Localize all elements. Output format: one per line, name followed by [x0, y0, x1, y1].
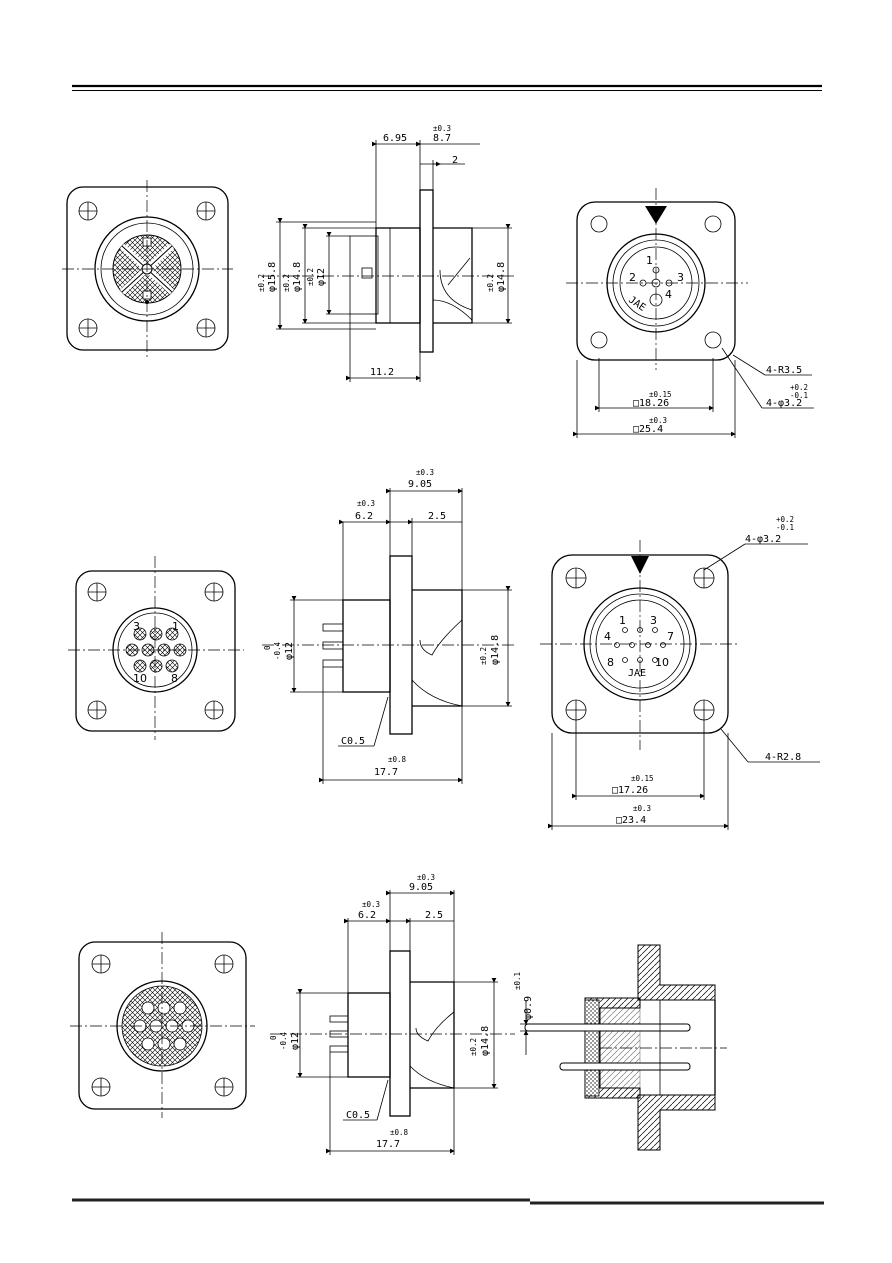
dim-8-7: 8.7 [433, 133, 451, 144]
r2-dim-14-8: φ14.8 [490, 635, 501, 665]
row2-face-view: 3 1 10 8 [68, 556, 244, 740]
pin-label-4: 4 [665, 288, 672, 301]
dim-14-8a: φ14.8 [292, 262, 303, 292]
r2-dim-hole: 4-φ3.2 [745, 534, 781, 545]
dim-6-95: 6.95 [383, 133, 407, 144]
r2-pin-7: 7 [667, 630, 674, 643]
face-pin-1: 1 [172, 620, 179, 633]
hole-tol-plus: +0.2 [790, 383, 808, 392]
dim-18-26: □18.26 [633, 398, 669, 409]
r3-dim-6-2: 6.2 [358, 910, 376, 921]
r2-brand-mark: JAE [628, 668, 646, 679]
r3-tol-17-7: ±0.8 [390, 1128, 409, 1137]
r3-dim-17-7: 17.7 [376, 1139, 400, 1150]
r2-dim-2-5: 2.5 [428, 511, 446, 522]
r3-dim-14-8: φ14.8 [480, 1026, 491, 1056]
r2-dim-12: φ12 [284, 642, 295, 660]
r2-tol-17-26: ±0.15 [631, 774, 654, 783]
tol-12: ±0.2 [306, 268, 315, 286]
dim-12: φ12 [316, 268, 327, 286]
r2-dim-17-7: 17.7 [374, 767, 398, 778]
r2-tol-9-05: ±0.3 [416, 468, 434, 477]
r3-tol-9-05: ±0.3 [417, 873, 435, 882]
dim-11-2: 11.2 [370, 367, 394, 378]
tol-15-8: ±0.2 [257, 274, 266, 292]
r2-pin-4: 4 [604, 630, 611, 643]
r3-dim-0-9: φ0.9 [523, 996, 534, 1020]
face-pin-3: 3 [133, 620, 140, 633]
r2-dim-17-26: □17.26 [612, 785, 648, 796]
face-pin-8: 8 [171, 672, 178, 685]
dim-2: 2 [452, 155, 458, 166]
r2-pin-10: 10 [655, 656, 669, 669]
row3-side-view: ±0.3 9.05 ±0.3 6.2 2.5 0 -0.4 φ12 ±0.2 φ… [269, 873, 515, 1155]
r2-dim-r2-8: 4-R2.8 [765, 752, 801, 763]
dim-14-8b: φ14.8 [496, 262, 507, 292]
hole-tol-minus: -0.1 [790, 391, 808, 400]
row3-section-view: ±0.1 φ0.9 [513, 944, 727, 1151]
header-rule [72, 84, 822, 91]
r3-tol-0-9: ±0.1 [513, 972, 522, 990]
row1-face-view [62, 180, 233, 357]
r2-tol-6-2: ±0.3 [357, 499, 375, 508]
r2-dim-9-05: 9.05 [408, 479, 432, 490]
tol-25-4: ±0.3 [649, 416, 667, 425]
r2-tol-17-7: ±0.8 [388, 755, 407, 764]
r3-tol-6-2: ±0.3 [362, 900, 380, 909]
r3-dim-2-5: 2.5 [425, 910, 443, 921]
r2-tol-14-8: ±0.2 [479, 647, 488, 665]
r2-hole-tol-minus: -0.1 [776, 523, 794, 532]
row1-flange-view: 1 2 3 4 JAE ±0.15 □18.26 ±0.3 □25.4 4-R3… [566, 188, 814, 438]
r2-pin-1: 1 [619, 614, 626, 627]
r2-tol-12-a: 0 [263, 645, 272, 650]
r2-pin-3: 3 [650, 614, 657, 627]
pin-label-2: 2 [629, 271, 636, 284]
r3-dim-9-05: 9.05 [409, 882, 433, 893]
row2-flange-view: 1 3 4 7 8 10 JAE +0.2 -0.1 4-φ3.2 4-R2.8… [540, 515, 820, 830]
brand-mark: JAE [626, 294, 647, 313]
r3-tol-12-b: -0.4 [279, 1031, 288, 1050]
r2-pin-8: 8 [607, 656, 614, 669]
tol-14-8b: ±0.2 [486, 274, 495, 292]
r3-dim-12: φ12 [290, 1032, 301, 1050]
r2-tol-23-4: ±0.3 [633, 804, 651, 813]
row3-face-view [70, 932, 255, 1118]
dim-r3-5: 4-R3.5 [766, 365, 802, 376]
dim-hole-3-2: 4-φ3.2 [766, 398, 802, 409]
row1-side-view: 6.95 ±0.3 8.7 2 11.2 ±0.2 φ15.8 ±0.2 φ14… [257, 124, 515, 382]
dim-15-8: φ15.8 [267, 262, 278, 292]
r2-hole-tol-plus: +0.2 [776, 515, 794, 524]
r3-chamfer: C0.5 [346, 1110, 370, 1121]
r2-dim-6-2: 6.2 [355, 511, 373, 522]
tol-8-7: ±0.3 [433, 124, 451, 133]
r2-tol-12-b: -0.4 [273, 641, 282, 660]
r3-tol-14-8: ±0.2 [469, 1038, 478, 1056]
tol-18-26: ±0.15 [649, 390, 672, 399]
r2-dim-23-4: □23.4 [616, 815, 646, 826]
r2-chamfer: C0.5 [341, 736, 365, 747]
row2-side-view: ±0.3 9.05 ±0.3 6.2 2.5 0 -0.4 φ12 ±0.2 φ… [262, 468, 515, 784]
r3-tol-12-a: 0 [269, 1035, 278, 1040]
tol-14-8a: ±0.2 [282, 274, 291, 292]
dim-25-4: □25.4 [633, 424, 663, 435]
pin-label-3: 3 [677, 271, 684, 284]
footer-rule [72, 1198, 824, 1205]
face-pin-10: 10 [133, 672, 147, 685]
pin-label-1: 1 [646, 254, 653, 267]
